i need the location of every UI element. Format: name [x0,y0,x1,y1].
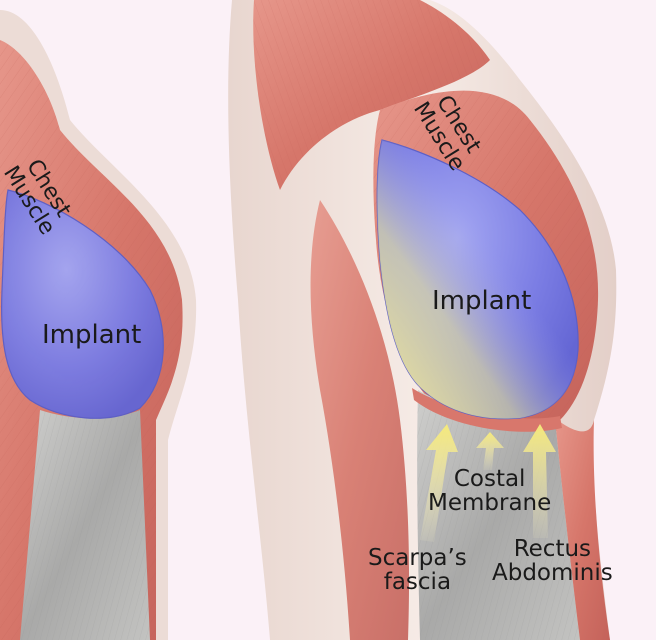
right-implant-highlight [377,140,579,419]
arrow-costal-icon [476,432,504,470]
right-lower-muscle [310,200,410,640]
rectus-line2: Abdominis [492,560,613,587]
left-implant-label: Implant [42,320,142,350]
right-arm-fibers [253,0,490,190]
arrow-scarpa-icon [420,424,458,542]
right-side-muscle [555,418,610,640]
costal-membrane-label: Costal Membrane [428,467,551,515]
right-figure [228,0,617,640]
scarpa-line1: Scarpa’s [368,545,467,571]
scarpa-line2: fascia [383,569,452,596]
arrow-rectus-icon [523,424,556,538]
left-implant [1,189,164,419]
rectus-abdominis-label: Rectus Abdominis [492,537,613,585]
costal-membrane-band [412,388,562,432]
costal-line1: Costal [453,466,526,492]
costal-line2: Membrane [428,490,552,517]
right-implant-label: Implant [432,286,532,316]
rectus-line1: Rectus [513,536,592,562]
left-figure [0,10,197,640]
scarpa-fascia-label: Scarpa’s fascia [368,546,467,594]
indicator-arrows [420,424,556,542]
left-gray-fibers [20,410,150,640]
